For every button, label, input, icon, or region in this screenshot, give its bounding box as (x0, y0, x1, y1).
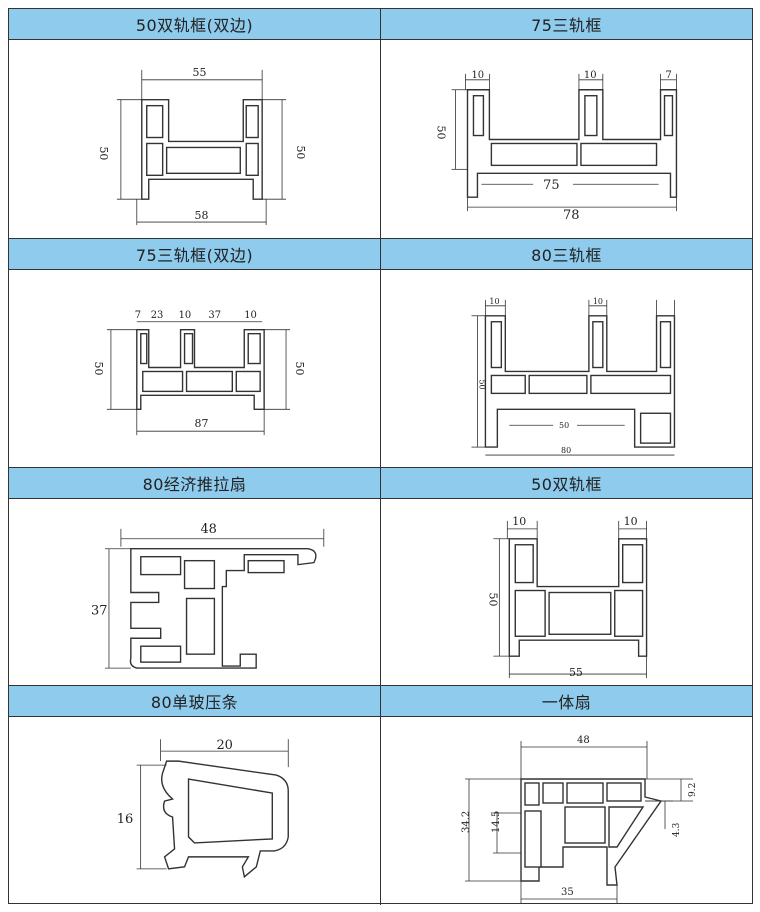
dim-label: 37 (208, 310, 221, 321)
dim-label: 80 (561, 446, 571, 455)
panel-80-single-glass-bead: 80单玻压条 20 16 (9, 686, 381, 905)
dim-label: 23 (151, 310, 164, 321)
panel-50-double-track-frame-double-side: 50双轨框(双边) 55 50 50 (9, 9, 381, 239)
dim-label: 10 (471, 70, 484, 81)
dim-label: 10 (624, 515, 638, 528)
dim-label: 50 (559, 421, 569, 430)
dim-label: 55 (193, 66, 207, 79)
dim-label: 37 (91, 603, 107, 618)
dim-label: 58 (195, 209, 209, 222)
panel-title: 80单玻压条 (9, 686, 380, 717)
dim-label: 50 (477, 379, 486, 389)
profile-drawing: 48 37 (9, 499, 380, 685)
dim-label: 7 (135, 310, 141, 321)
dim-label: 50 (97, 146, 110, 160)
panel-title: 一体扇 (381, 686, 752, 717)
dim-label: 7 (666, 70, 672, 81)
dim-label: 16 (117, 812, 133, 827)
dim-label: 75 (543, 178, 559, 193)
panel-50-double-track-frame: 50双轨框 10 10 50 (381, 468, 752, 686)
profile-drawing: 7 23 10 37 10 50 50 (9, 270, 380, 467)
panel-integrated-sash: 一体扇 48 9.2 (381, 686, 752, 905)
dim-label: 10 (584, 70, 597, 81)
dim-label: 50 (92, 362, 105, 376)
profile-catalog-grid: 50双轨框(双边) 55 50 50 (8, 8, 753, 905)
panel-title: 80三轨框 (381, 239, 752, 270)
profile-drawing: 10 10 7 50 75 (381, 40, 752, 238)
dim-label: 50 (486, 592, 499, 606)
dim-label: 10 (179, 310, 192, 321)
dim-label: 20 (216, 738, 232, 753)
profile-drawing: 10 10 50 50 (381, 270, 752, 467)
dim-label: 4.3 (672, 822, 682, 837)
dim-label: 50 (294, 145, 307, 159)
dim-label: 10 (489, 297, 499, 306)
dim-label: 50 (435, 126, 448, 140)
profile-drawing: 55 50 50 58 (9, 40, 380, 238)
profile-drawing: 20 16 (9, 717, 380, 905)
dim-label: 48 (200, 522, 216, 537)
dim-label: 55 (569, 666, 583, 679)
dim-label: 10 (244, 310, 257, 321)
panel-title: 50双轨框 (381, 468, 752, 499)
dim-label: 10 (593, 297, 603, 306)
dim-label: 35 (561, 887, 574, 898)
panel-title: 75三轨框 (381, 9, 752, 40)
dim-label: 78 (563, 208, 579, 223)
dim-label: 14.5 (491, 811, 502, 833)
profile-drawing: 48 9.2 34.2 14 (381, 717, 752, 905)
dim-label: 10 (512, 515, 526, 528)
dim-label: 87 (195, 417, 209, 430)
panel-75-triple-track-frame-double-side: 75三轨框(双边) 7 23 10 37 10 50 (9, 239, 381, 468)
panel-title: 75三轨框(双边) (9, 239, 380, 270)
panel-title: 80经济推拉扇 (9, 468, 380, 499)
panel-title: 50双轨框(双边) (9, 9, 380, 40)
panel-80-economic-sliding-sash: 80经济推拉扇 48 37 (9, 468, 381, 686)
panel-75-triple-track-frame: 75三轨框 10 10 7 (381, 9, 752, 239)
profile-drawing: 10 10 50 55 (381, 499, 752, 685)
dim-label: 48 (577, 735, 590, 746)
dim-label: 50 (293, 362, 306, 376)
dim-label: 34.2 (461, 811, 472, 833)
panel-80-triple-track-frame: 80三轨框 10 10 (381, 239, 752, 468)
dim-label: 9.2 (688, 783, 698, 797)
